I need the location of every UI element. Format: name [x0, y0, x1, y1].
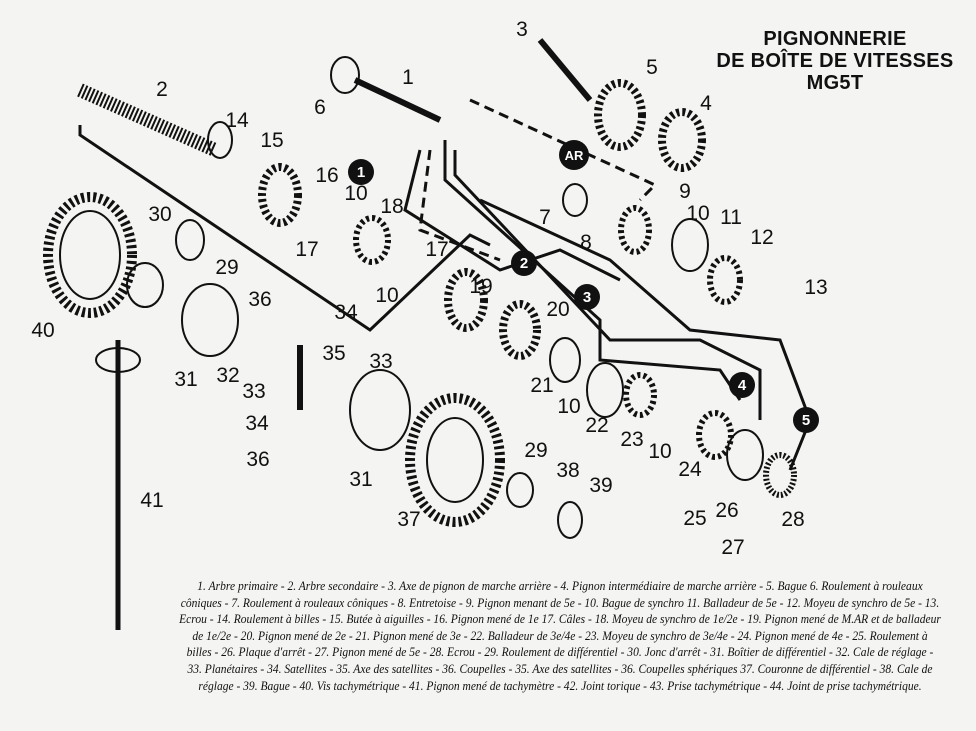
part-label: 40 [31, 319, 55, 342]
part-label: 19 [469, 275, 493, 298]
badge-gear-3: 3 [574, 284, 600, 310]
part-label: 8 [580, 231, 592, 254]
part-label: 36 [246, 448, 270, 471]
part-label: 26 [715, 499, 739, 522]
part-label: 3 [516, 18, 528, 41]
badge-reverse: AR [559, 140, 589, 170]
part-label: 1 [402, 66, 414, 89]
badge-gear-1: 1 [348, 159, 374, 185]
primary-shaft [353, 77, 442, 123]
badge-gear-4: 4 [729, 372, 755, 398]
part-label: 20 [546, 298, 570, 321]
part-label: 34 [245, 412, 269, 435]
part-label: 35 [322, 342, 346, 365]
part-label: 17 [425, 238, 449, 261]
part-label: 5 [646, 56, 658, 79]
part-label: 31 [349, 468, 373, 491]
part-label: 34 [334, 301, 358, 324]
part-label: 36 [248, 288, 272, 311]
differential-crown-37 [405, 393, 505, 527]
badge-gear-2: 2 [511, 250, 537, 276]
secondary-shaft [77, 83, 218, 157]
part-label: 31 [174, 368, 198, 391]
part-label: 7 [539, 206, 551, 229]
part-label: 27 [721, 536, 745, 559]
part-label: 10 [648, 440, 672, 463]
part-label: 29 [215, 256, 239, 279]
gear-4 [658, 108, 706, 172]
part-label: 10 [375, 284, 399, 307]
part-label: 10 [344, 182, 368, 205]
badge-gear-5: 5 [793, 407, 819, 433]
part-label: 14 [225, 109, 249, 132]
part-label: 10 [686, 202, 710, 225]
part-label: 22 [585, 414, 609, 437]
part-label: 13 [804, 276, 828, 299]
part-label: 18 [380, 195, 404, 218]
parts-legend-caption: 1. Arbre primaire - 2. Arbre secondaire … [179, 579, 941, 693]
diagram-title: PIGNONNERIE DE BOÎTE DE VITESSES MG5T [700, 28, 970, 94]
part-label: 10 [557, 395, 581, 418]
part-label: 12 [750, 226, 774, 249]
part-label: 33 [369, 350, 393, 373]
part-label: 33 [242, 380, 266, 403]
ring-gear-40 [43, 192, 137, 318]
part-label: 23 [620, 428, 644, 451]
part-label: 29 [524, 439, 548, 462]
part-label: 16 [315, 164, 339, 187]
part-label: 30 [148, 203, 172, 226]
part-label: 6 [314, 96, 326, 119]
part-label: 32 [216, 364, 240, 387]
gear-5 [594, 79, 646, 151]
part-label: 38 [556, 459, 580, 482]
part-label: 15 [260, 129, 284, 152]
part-label: 39 [589, 474, 613, 497]
part-label: 9 [679, 180, 691, 203]
part-label: 17 [295, 238, 319, 261]
part-label: 4 [700, 92, 712, 115]
part-label: 28 [781, 508, 805, 531]
part-label: 11 [720, 206, 742, 229]
part-label: 37 [397, 508, 421, 531]
title-line-2: DE BOÎTE DE VITESSES [716, 50, 954, 72]
part-label: 24 [678, 458, 702, 481]
part-label: 2 [156, 78, 168, 101]
part-label: 41 [140, 489, 164, 512]
part-label: 25 [683, 507, 707, 530]
title-line-1: PIGNONNERIE [763, 28, 907, 50]
title-line-3: MG5T [806, 72, 864, 94]
part-label: 21 [530, 374, 554, 397]
